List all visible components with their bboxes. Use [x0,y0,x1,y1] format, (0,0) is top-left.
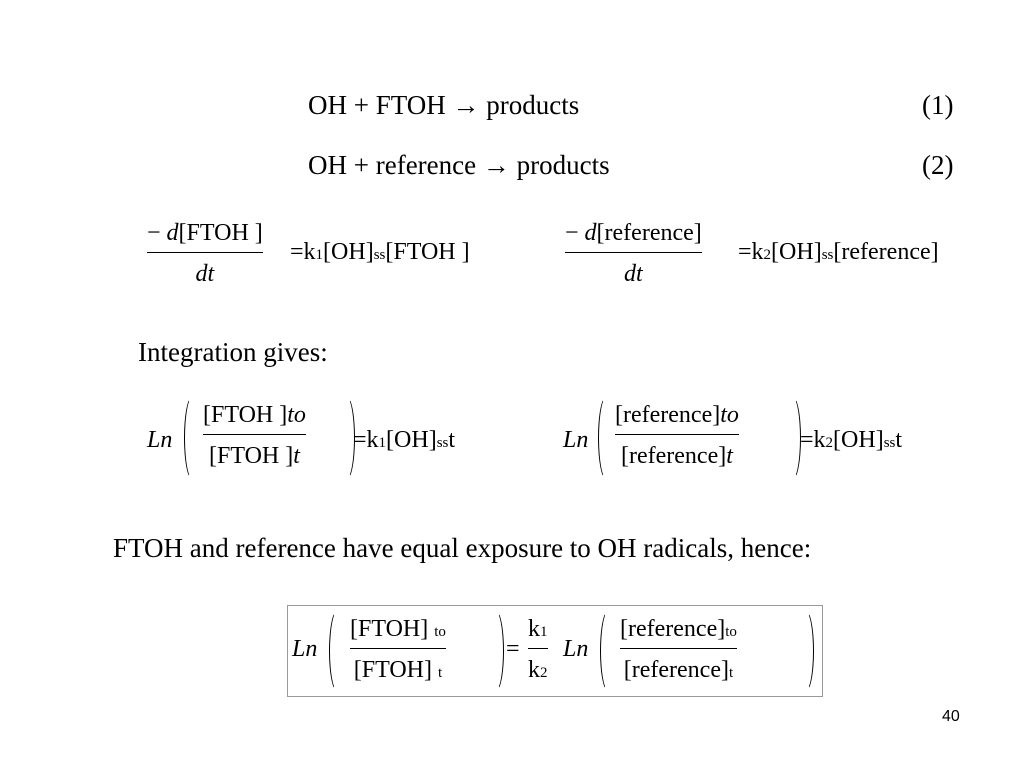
integrated-ftoh-rhs: =k1[OH]sst [353,427,456,453]
ln-reference: Ln [563,427,589,453]
integration-heading: Integration gives: [138,337,328,367]
fraction-bar [528,648,548,649]
page-number: 40 [942,708,960,725]
rate-constant-ratio: k1 k2 [528,616,548,683]
reaction-1-number: (1) [922,90,954,120]
rate-eq-ftoh-rhs: =k1[OH]ss[FTOH ] [290,239,470,265]
left-paren [598,396,615,480]
fraction-denominator: dt [195,261,215,287]
ln-ftoh: Ln [147,427,173,453]
ln-left: Ln [292,636,318,662]
minus-sign: − [147,220,161,246]
equals-sign: = [506,636,520,662]
rate-eq-reference-rhs: =k2[OH]ss[reference] [738,239,939,265]
reaction-1: OH + FTOH → products [308,90,580,120]
reaction-2-number: (2) [922,150,954,180]
differential-d: d [584,220,597,246]
fraction-bar [620,648,737,649]
conclusion-heading: FTOH and reference have equal exposure t… [113,533,812,563]
fraction-bar [615,434,739,435]
integrated-reference-rhs: =k2[OH]sst [800,427,903,453]
final-left-fraction: [FTOH] to [FTOH] t [350,616,446,683]
minus-sign: − [565,220,579,246]
reaction-2: OH + reference → products [308,150,610,180]
integrated-reference-fraction: [reference]to [reference]t [615,402,739,469]
fraction-bar [350,648,446,649]
fraction-denominator: dt [624,261,643,287]
integrated-ftoh-fraction: [FTOH ]to [FTOH ]t [203,402,306,469]
final-equation-box [287,605,823,697]
final-right-fraction: [reference]to [reference]t [620,616,737,683]
differential-d: d [166,220,179,246]
right-paren [338,396,355,480]
ln-right: Ln [563,636,589,662]
left-paren [184,396,201,480]
right-paren [784,396,801,480]
right-paren [797,610,814,692]
fraction-bar [203,434,306,435]
rate-eq-reference-fraction: − d[reference] dt [565,221,702,286]
ftoh-concentration: [FTOH ] [178,220,263,246]
fraction-bar [147,252,263,253]
left-paren [329,610,346,692]
rate-eq-ftoh-fraction: − d[FTOH ] dt [147,221,263,286]
left-paren [600,610,617,692]
right-paren [487,610,504,692]
fraction-bar [565,252,702,253]
reference-concentration: [reference] [596,220,702,246]
